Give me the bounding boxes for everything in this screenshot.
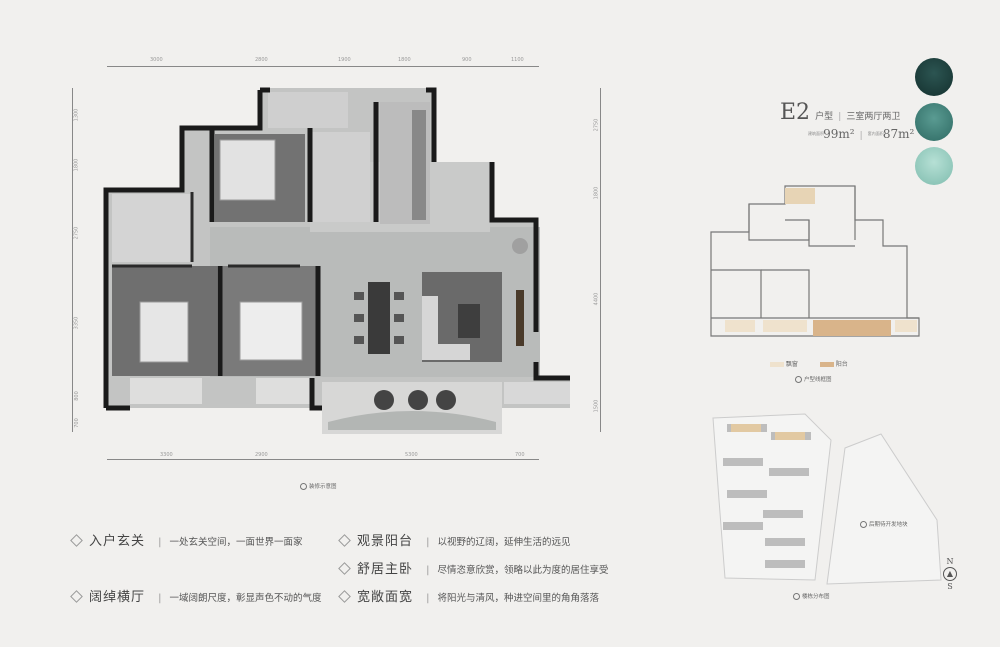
feature-desc: 一域阔朗尺度，彰显声色不动的气度 bbox=[169, 593, 322, 604]
unit-layout: 三室两厅两卫 bbox=[846, 112, 901, 122]
right-dimension-line bbox=[600, 88, 601, 432]
bay-window-swatch bbox=[770, 362, 784, 367]
right-dim-label: 1800 bbox=[593, 186, 600, 200]
area1-label: 建筑面积 bbox=[808, 131, 824, 136]
plan-caption: 装修示意图 bbox=[300, 482, 337, 490]
top-dim-label: 900 bbox=[462, 57, 472, 63]
area2-value: 87m² bbox=[882, 127, 915, 141]
wireframe-drawing bbox=[710, 185, 920, 337]
feature-title: 宽敞面宽 bbox=[357, 590, 414, 605]
north-label: N bbox=[946, 557, 954, 566]
left-dim-label: 1800 bbox=[73, 158, 80, 172]
site-block-label: 后期待开发地块 bbox=[860, 520, 908, 528]
right-dim-label: 4400 bbox=[593, 292, 600, 306]
feature-item: 观景阳台 |以视野的辽阔，延伸生活的远见 bbox=[338, 530, 571, 549]
top-dim-label: 3000 bbox=[150, 57, 163, 63]
feature-title: 阔绰横厅 bbox=[89, 590, 146, 605]
diamond-icon bbox=[338, 534, 351, 547]
feature-item: 阔绰横厅 |一域阔朗尺度，彰显声色不动的气度 bbox=[70, 586, 322, 605]
compass: N ▲ S bbox=[940, 557, 960, 591]
swatch-light bbox=[915, 147, 953, 185]
diamond-icon bbox=[70, 534, 83, 547]
diamond-icon bbox=[338, 590, 351, 603]
bottom-dim-label: 3300 bbox=[160, 452, 173, 458]
top-dim-label: 1100 bbox=[511, 57, 524, 63]
top-dim-label: 1800 bbox=[398, 57, 411, 63]
caption-dot-icon bbox=[300, 483, 307, 490]
feature-desc: 尽情恣意欣赏，领略以此为度的居住享受 bbox=[437, 565, 609, 576]
site-caption: 楼栋分布图 bbox=[793, 592, 830, 600]
legend-bay-window: 飘窗 bbox=[785, 361, 798, 368]
diamond-icon bbox=[338, 562, 351, 575]
top-dimension-line bbox=[107, 66, 539, 67]
area1-value: 99m² bbox=[823, 127, 855, 141]
feature-title: 观景阳台 bbox=[357, 534, 414, 549]
south-label: S bbox=[947, 582, 953, 591]
feature-item: 宽敞面宽 |将阳光与清风，种进空间里的角角落落 bbox=[338, 586, 599, 605]
unit-type-label: 户型 bbox=[815, 112, 834, 122]
mini-caption: 户型线框图 bbox=[795, 375, 832, 383]
caption-dot-icon bbox=[860, 521, 867, 528]
mini-legend: 飘窗 阳台 bbox=[770, 359, 848, 368]
feature-desc: 以视野的辽阔，延伸生活的远见 bbox=[437, 537, 571, 548]
caption-dot-icon bbox=[793, 593, 800, 600]
feature-desc: 将阳光与清风，种进空间里的角角落落 bbox=[437, 593, 599, 604]
bottom-dim-label: 700 bbox=[515, 452, 525, 458]
left-dim-label: 2750 bbox=[73, 226, 80, 240]
diamond-icon bbox=[70, 590, 83, 603]
left-dim-label: 1300 bbox=[73, 108, 80, 122]
left-dimension-line bbox=[72, 88, 73, 432]
site-drawing bbox=[712, 413, 942, 585]
feature-title: 舒居主卧 bbox=[357, 562, 414, 577]
swatch-dark bbox=[915, 58, 953, 96]
compass-icon: ▲ bbox=[943, 567, 957, 581]
bottom-dim-label: 2900 bbox=[255, 452, 268, 458]
bottom-dim-label: 5300 bbox=[405, 452, 418, 458]
area2-label: 套内面积 bbox=[867, 131, 884, 136]
right-dim-label: 2750 bbox=[593, 118, 600, 132]
legend-balcony: 阳台 bbox=[835, 361, 848, 368]
plan-drawing bbox=[103, 87, 570, 434]
top-dim-label: 1900 bbox=[338, 57, 351, 63]
bottom-dimension-line bbox=[107, 459, 539, 460]
right-dim-label: 1500 bbox=[593, 399, 600, 413]
left-dim-label: 3350 bbox=[73, 316, 80, 330]
top-dim-label: 2800 bbox=[255, 57, 268, 63]
unit-info: E2 户型 | 三室两厅两卫 建筑面积 99m² | 套内面积 87m² bbox=[780, 100, 915, 141]
feature-title: 入户玄关 bbox=[89, 534, 146, 549]
feature-desc: 一处玄关空间，一面世界一面家 bbox=[169, 537, 303, 548]
swatch-mid bbox=[915, 103, 953, 141]
caption-dot-icon bbox=[795, 376, 802, 383]
feature-item: 舒居主卧 |尽情恣意欣赏，领略以此为度的居住享受 bbox=[338, 558, 609, 577]
left-dim-label: 800 bbox=[73, 391, 80, 401]
unit-code: E2 bbox=[780, 100, 811, 125]
balcony-swatch bbox=[819, 362, 834, 367]
feature-item: 入户玄关 |一处玄关空间，一面世界一面家 bbox=[70, 530, 303, 549]
left-dim-label: 700 bbox=[73, 418, 80, 428]
